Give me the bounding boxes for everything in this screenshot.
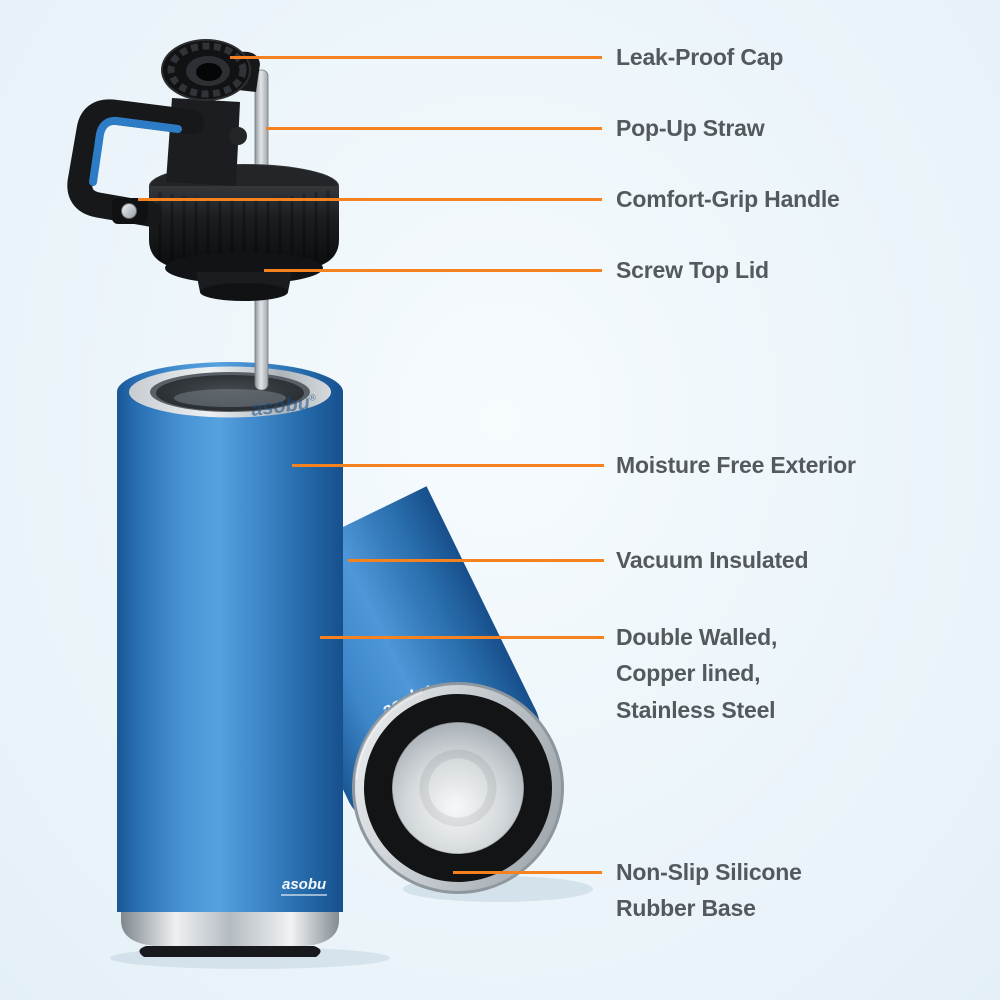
callout-label-double-walled: Double Walled, Copper lined, Stainless S…: [616, 624, 778, 723]
bottle-body: [117, 392, 343, 912]
bottom-silicone-edge: [139, 946, 321, 957]
callout-label-vacuum-insulated: Vacuum Insulated: [616, 547, 809, 573]
callout-label-leak-proof-cap: Leak-Proof Cap: [616, 44, 784, 70]
cap-hinge: [229, 127, 247, 145]
callout-label-comfort-grip-handle: Comfort-Grip Handle: [616, 186, 840, 212]
leader-line-moisture-free-exterior: [292, 464, 604, 467]
leader-line-vacuum-insulated: [348, 559, 604, 562]
callout-label-moisture-free-exterior: Moisture Free Exterior: [616, 452, 856, 478]
handle-grip-accent: [89, 116, 182, 186]
callout-label-pop-up-straw: Pop-Up Straw: [616, 115, 765, 141]
leader-line-double-walled: [320, 636, 604, 639]
handle-pivot-screw: [121, 203, 137, 219]
comfort-grip-handle: [67, 99, 205, 227]
main-bottle: asobu® asobu: [117, 362, 343, 957]
brand-logo-bottom: asobu: [281, 876, 327, 896]
bottom-steel-band: [121, 912, 339, 946]
leader-line-screw-top-lid: [264, 269, 602, 272]
silicone-base: [352, 682, 564, 894]
callout-label-screw-top-lid: Screw Top Lid: [616, 257, 769, 283]
spout-opening: [196, 63, 222, 81]
leader-line-leak-proof-cap: [230, 56, 602, 59]
brand-name-text: asobu: [282, 876, 326, 893]
callout-label-non-slip-base: Non-Slip Silicone Rubber Base: [616, 859, 802, 922]
leader-line-pop-up-straw: [266, 127, 602, 130]
screw-top-lid: [148, 163, 340, 301]
leader-line-non-slip-base: [453, 871, 602, 874]
brand-registered-mark: ®: [309, 392, 317, 403]
leader-line-comfort-grip-handle: [138, 198, 602, 201]
